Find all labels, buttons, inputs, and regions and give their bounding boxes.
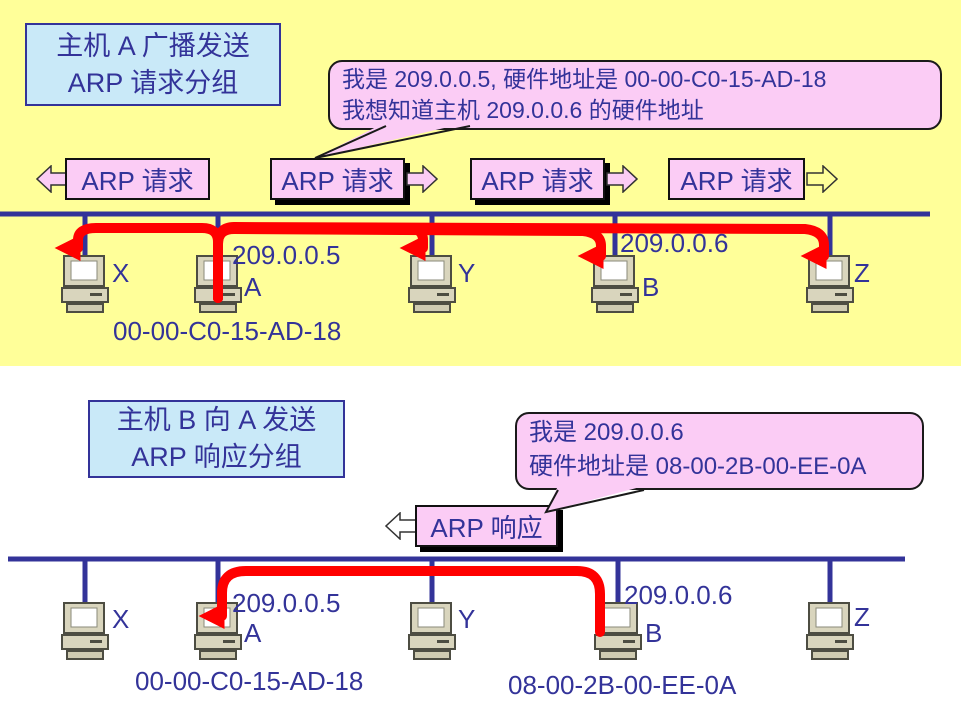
host-z-top-label: Z xyxy=(854,258,870,288)
broadcast-title-line2: ARP 请求分组 xyxy=(67,67,239,98)
arp-request-packet-2: ARP 请求 xyxy=(270,158,405,200)
computer-icon xyxy=(591,255,639,317)
host-b-bottom-label: B xyxy=(645,618,663,648)
host-z-bottom-label: Z xyxy=(854,602,870,632)
ip-label-b-top: 209.0.0.6 xyxy=(620,228,729,258)
computer-icon xyxy=(806,255,854,317)
host-b-top-label: B xyxy=(642,272,660,302)
computer-icon xyxy=(806,602,854,664)
arrow-right-icon xyxy=(606,165,638,193)
response-title-line2: ARP 响应分组 xyxy=(131,442,302,472)
arrow-right-icon xyxy=(806,165,838,193)
mac-label-a-bottom: 00-00-C0-15-AD-18 xyxy=(135,666,364,696)
bottom-bus xyxy=(8,556,905,605)
mac-label-b-bottom: 08-00-2B-00-EE-0A xyxy=(508,670,737,700)
broadcast-title-panel: 主机 A 广播发送 ARP 请求分组 xyxy=(25,23,281,106)
arrow-right-icon xyxy=(406,165,438,193)
arp-response-bubble-line1: 我是 209.0.0.6 xyxy=(529,419,684,446)
host-y-top-label: Y xyxy=(458,258,476,288)
arp-response-speech-bubble: 我是 209.0.0.6 硬件地址是 08-00-2B-00-EE-0A xyxy=(515,412,924,490)
arrow-left-icon xyxy=(385,512,417,540)
arp-response-bubble-line2: 硬件地址是 08-00-2B-00-EE-0A xyxy=(529,453,867,480)
computer-icon xyxy=(408,255,456,317)
arp-response-packet: ARP 响应 xyxy=(415,505,558,547)
response-title-panel: 主机 B 向 A 发送 ARP 响应分组 xyxy=(88,400,345,478)
host-x-top-label: X xyxy=(112,258,130,288)
host-a-top-label: A xyxy=(244,272,262,302)
computer-icon xyxy=(61,255,109,317)
arp-request-speech-bubble: 我是 209.0.0.5, 硬件地址是 00-00-C0-15-AD-18 我想… xyxy=(328,60,942,130)
host-x-bottom-label: X xyxy=(112,604,130,634)
arrow-left-icon xyxy=(36,165,68,193)
host-y-bottom-label: Y xyxy=(458,604,476,634)
arp-request-bubble-line2: 我想知道主机 209.0.0.6 的硬件地址 xyxy=(342,97,704,123)
ip-label-a-bottom: 209.0.0.5 xyxy=(232,588,341,618)
ip-label-a-top: 209.0.0.5 xyxy=(232,240,341,270)
computer-icon xyxy=(594,602,642,664)
arp-request-bubble-line1: 我是 209.0.0.5, 硬件地址是 00-00-C0-15-AD-18 xyxy=(342,66,827,92)
broadcast-title-line1: 主机 A 广播发送 xyxy=(56,30,250,61)
response-title-line1: 主机 B 向 A 发送 xyxy=(116,405,317,435)
computer-icon xyxy=(408,602,456,664)
mac-label-a-top: 00-00-C0-15-AD-18 xyxy=(113,316,342,346)
ip-label-b-bottom: 209.0.0.6 xyxy=(624,580,733,610)
host-a-bottom-label: A xyxy=(244,618,262,648)
arp-request-packet-3: ARP 请求 xyxy=(470,158,605,200)
computer-icon xyxy=(61,602,109,664)
arp-request-packet-1: ARP 请求 xyxy=(65,158,210,200)
arp-request-packet-4: ARP 请求 xyxy=(668,158,805,200)
